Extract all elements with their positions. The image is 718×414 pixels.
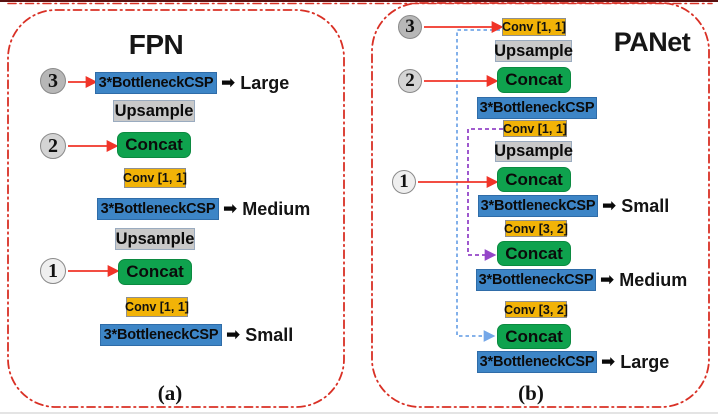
panel-b-input-badge-3: 3 <box>398 15 422 39</box>
panel-b-csp-medium-box: 3*BottleneckCSP <box>476 269 596 291</box>
panel-b-conv-stride-2-box: Conv [3, 2] <box>504 301 568 318</box>
panel-b-output-small-label: Small <box>621 195 670 216</box>
panel-a-title: FPN <box>128 29 184 60</box>
panel-b-title: PANet <box>613 26 691 57</box>
panel-b-output-small: ➡ Small <box>602 195 669 217</box>
black-arrow-icon: ➡ <box>226 324 241 345</box>
black-arrow-icon: ➡ <box>223 198 238 219</box>
panel-a-concat-1-box: Concat <box>117 132 191 158</box>
panel-b-csp-large-box: 3*BottleneckCSP <box>477 351 597 373</box>
black-arrow-icon: ➡ <box>602 195 617 216</box>
panel-a-input-badge-1: 1 <box>40 258 66 284</box>
panel-b-output-large-label: Large <box>620 351 670 372</box>
panel-b-output-medium-label: Medium <box>619 269 688 290</box>
panel-b-concat-1-box: Concat <box>497 67 571 93</box>
black-arrow-icon: ➡ <box>601 351 616 372</box>
panel-a-csp-small-box: 3*BottleneckCSP <box>100 324 222 346</box>
panel-b-concat-4-box: Concat <box>497 324 571 349</box>
panel-a-input-badge-3: 3 <box>40 68 66 94</box>
black-arrow-icon: ➡ <box>600 269 615 290</box>
panel-b-conv-top-box: Conv [1, 1] <box>502 18 566 36</box>
panel-a-output-small: ➡ Small <box>226 324 293 346</box>
panel-b-csp-1-box: 3*BottleneckCSP <box>477 97 597 119</box>
panel-a-output-medium: ➡ Medium <box>223 198 310 220</box>
panel-a-output-large-label: Large <box>240 72 290 93</box>
panel-a-csp-medium-box: 3*BottleneckCSP <box>97 198 219 220</box>
panel-a-conv-1-box: Conv [1, 1] <box>123 168 187 188</box>
panel-b-input-badge-2: 2 <box>398 69 422 93</box>
panel-b-upsample-2-box: Upsample <box>494 141 573 162</box>
panel-a-upsample-2-box: Upsample <box>115 228 195 250</box>
panel-b-conv-stride-1-box: Conv [3, 2] <box>504 220 568 237</box>
panel-a-output-medium-label: Medium <box>242 198 311 219</box>
panel-b-conv-mid-box: Conv [1, 1] <box>503 120 567 137</box>
panel-a-output-large: ➡ Large <box>221 72 289 94</box>
panel-b-csp-small-box: 3*BottleneckCSP <box>478 195 598 217</box>
panel-b-upsample-1-box: Upsample <box>494 40 573 62</box>
panel-b-caption: (b) <box>518 380 544 405</box>
panel-a-concat-2-box: Concat <box>118 259 192 285</box>
panel-b-output-large: ➡ Large <box>601 351 669 373</box>
panel-a-csp-large-box: 3*BottleneckCSP <box>95 72 217 94</box>
panel-b-concat-3-box: Concat <box>497 241 571 266</box>
panel-a-input-badge-2: 2 <box>40 133 66 159</box>
panel-a-conv-2-box: Conv [1, 1] <box>125 297 189 317</box>
panel-a-caption: (a) <box>157 380 183 405</box>
panel-b-output-medium: ➡ Medium <box>600 269 687 291</box>
panel-a-upsample-1-box: Upsample <box>113 100 195 122</box>
panel-b-input-badge-1: 1 <box>392 170 416 194</box>
panel-b-concat-2-box: Concat <box>497 167 571 192</box>
panel-a-output-small-label: Small <box>245 324 294 345</box>
black-arrow-icon: ➡ <box>221 72 236 93</box>
